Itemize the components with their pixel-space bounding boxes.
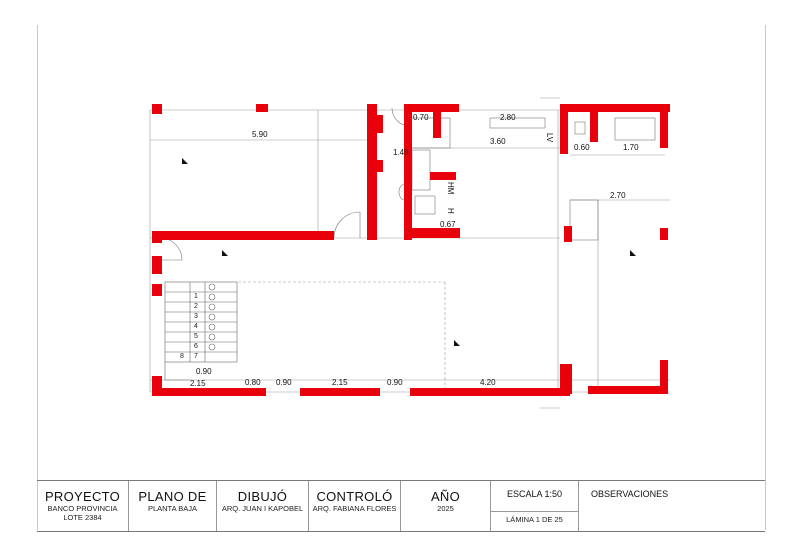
wall <box>152 231 334 240</box>
dim-0-67: 0.67 <box>440 220 456 229</box>
label-h: H <box>446 208 455 214</box>
wall <box>560 104 670 112</box>
wall <box>564 226 572 242</box>
dim-2-80: 2.80 <box>500 113 516 122</box>
stair-step-1: 1 <box>194 293 198 300</box>
dibujo-line-1: ARQ. JUAN I KAPOBEL <box>221 504 304 513</box>
stair-step-4: 4 <box>194 323 198 330</box>
wall <box>377 160 383 172</box>
sheet-border-left <box>37 25 38 530</box>
wall <box>560 364 572 394</box>
walls <box>152 104 670 396</box>
sheet-border-right <box>765 25 766 530</box>
wall <box>410 388 570 396</box>
wall <box>660 104 668 148</box>
plano-heading: PLANO DE <box>138 489 207 504</box>
wall <box>404 228 460 238</box>
wall <box>256 104 268 112</box>
wall <box>152 231 162 243</box>
stair <box>164 281 238 381</box>
dibujo-heading: DIBUJÓ <box>237 489 288 504</box>
stair-step-numbers: 1 2 3 4 5 6 7 8 <box>180 293 198 360</box>
wall <box>300 388 380 396</box>
dim-0-60: 0.60 <box>574 143 590 152</box>
wall <box>560 104 568 154</box>
level-marker-icon <box>454 340 460 346</box>
dim-0-90-b: 0.90 <box>387 378 403 387</box>
anio-line-1: 2025 <box>437 504 454 513</box>
title-cell-anio: AÑO 2025 <box>401 481 491 531</box>
title-cell-observaciones: OBSERVACIONES <box>579 481 765 531</box>
stair-step-8: 8 <box>180 353 184 360</box>
anio-heading: AÑO <box>430 489 461 504</box>
title-cell-escala: ESCALA 1:50 LÁMINA 1 DE 25 <box>491 481 579 531</box>
stair-step-3: 3 <box>194 313 198 320</box>
wall <box>152 284 162 296</box>
wall <box>433 112 441 138</box>
observaciones-heading: OBSERVACIONES <box>591 489 669 499</box>
wall <box>590 112 598 142</box>
wall <box>152 104 162 114</box>
dim-4-20: 4.20 <box>480 378 496 387</box>
wall <box>404 104 412 240</box>
dimensions: 5.90 0.70 2.80 3.60 1.45 0.67 0.60 1.70 … <box>190 113 639 388</box>
wall <box>660 228 668 240</box>
wall <box>430 172 456 180</box>
wall <box>152 256 162 274</box>
escala-heading: ESCALA 1:50 <box>506 489 563 499</box>
proyecto-heading: PROYECTO <box>44 489 121 504</box>
dim-5-90: 5.90 <box>252 130 268 139</box>
wall <box>404 104 459 112</box>
title-cell-dibujo: DIBUJÓ ARQ. JUAN I KAPOBEL <box>217 481 309 531</box>
wall <box>152 388 266 396</box>
dim-1-45: 1.45 <box>393 148 409 157</box>
level-markers <box>182 158 636 346</box>
dim-0-90-stair: 0.90 <box>196 367 212 376</box>
controlo-line-1: ARQ. FABIANA FLORES <box>312 504 397 513</box>
stair-step-2: 2 <box>194 303 198 310</box>
level-marker-icon <box>630 250 636 256</box>
dim-3-60: 3.60 <box>490 137 506 146</box>
dim-0-80: 0.80 <box>245 378 261 387</box>
dim-2-15: 2.15 <box>332 378 348 387</box>
plano-line-1: PLANTA BAJA <box>147 504 198 513</box>
dim-1-70: 1.70 <box>623 143 639 152</box>
stair-step-5: 5 <box>194 333 198 340</box>
label-lv: LV <box>545 133 554 143</box>
wall <box>152 376 162 396</box>
floor-plan: 1 2 3 4 5 6 7 8 <box>149 97 670 409</box>
title-cell-proyecto: PROYECTO BANCO PROVINCIA LOTE 2384 <box>37 481 129 531</box>
controlo-heading: CONTROLÓ <box>316 489 393 504</box>
level-marker-icon <box>222 250 228 256</box>
proyecto-line-1: BANCO PROVINCIA <box>47 504 118 513</box>
dim-0-90-a: 0.90 <box>276 378 292 387</box>
lamina-text: LÁMINA 1 DE 25 <box>491 511 578 524</box>
dim-2-70: 2.70 <box>610 191 626 200</box>
title-block: PROYECTO BANCO PROVINCIA LOTE 2384 PLANO… <box>37 480 765 532</box>
wall <box>377 115 383 133</box>
wall <box>660 360 668 394</box>
label-hm: HM <box>446 182 455 195</box>
title-cell-controlo: CONTROLÓ ARQ. FABIANA FLORES <box>309 481 401 531</box>
stair-step-7: 7 <box>194 353 198 360</box>
dim-2-15-stair: 2.15 <box>190 379 206 388</box>
stair-step-6: 6 <box>194 343 198 350</box>
wall <box>367 104 377 240</box>
dim-0-70: 0.70 <box>413 113 429 122</box>
wall <box>588 386 668 394</box>
level-marker-icon <box>182 158 188 164</box>
proyecto-line-2: LOTE 2384 <box>63 513 102 522</box>
title-cell-plano: PLANO DE PLANTA BAJA <box>129 481 217 531</box>
